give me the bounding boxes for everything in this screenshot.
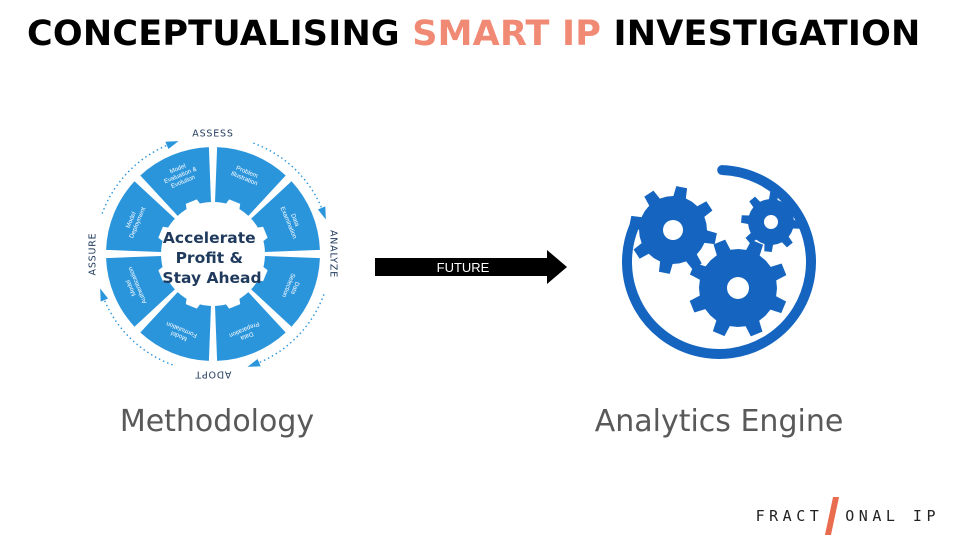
wheel-segment (140, 292, 211, 361)
wheel-segment-label: ModelEvaluation &Evolution (160, 159, 201, 192)
methodology-wheel: ProblemIllustrationDataExaminationDataSe… (88, 129, 339, 380)
cycle-arrowhead (165, 141, 179, 150)
future-arrow: FUTURE (375, 250, 567, 284)
wheel-segment (251, 181, 320, 252)
fractional-ip-logo: FRACT ONAL IP (756, 494, 940, 538)
logo-text-right: ONAL IP (845, 507, 940, 525)
gear-icon-small-right (741, 192, 801, 252)
analytics-engine-gears-icon (622, 165, 816, 359)
slide-title: CONCEPTUALISING SMART IP INVESTIGATION (27, 14, 921, 54)
title-part-1: CONCEPTUALISING (27, 14, 413, 54)
methodology-caption: Methodology (119, 404, 315, 439)
cycle-dotted-arc (101, 294, 173, 366)
cycle-dotted-arrows (100, 141, 326, 367)
phase-label: ASSURE (88, 233, 99, 276)
arrow-shape (375, 250, 567, 284)
center-line-1: Accelerate (163, 229, 256, 247)
cycle-dotted-arc (253, 294, 325, 366)
phase-label: ASSESS (192, 129, 233, 140)
center-line-3: Stay Ahead (162, 269, 261, 287)
cycle-arrowhead (247, 358, 261, 367)
wheel-segment (106, 181, 175, 252)
phase-labels: ASSESS ANALYZE ADOPT ASSURE (88, 129, 339, 380)
analytics-engine-caption: Analytics Engine (594, 404, 844, 439)
center-line-2: Profit & (176, 249, 243, 267)
gear-icon-large-bottom (689, 239, 787, 337)
cycle-arrowhead (100, 288, 109, 302)
wheel-segment (251, 256, 320, 327)
phase-label: ANALYZE (328, 230, 339, 278)
wheel-segment (106, 256, 175, 327)
engine-ring-arc (622, 165, 816, 359)
title-part-2: INVESTIGATION (601, 14, 921, 54)
gear-icon-large-left (629, 186, 717, 274)
wheel-segments: ProblemIllustrationDataExaminationDataSe… (106, 147, 320, 361)
logo-text-left: FRACT (755, 507, 824, 525)
title-highlight: SMART IP (412, 14, 602, 54)
cycle-arrowhead (317, 206, 326, 220)
cycle-dotted-arc (101, 142, 173, 214)
wheel-segment (140, 147, 211, 216)
logo-slash (825, 497, 840, 535)
future-label: FUTURE (437, 260, 490, 275)
cycle-dotted-arc (253, 142, 325, 214)
phase-label: ADOPT (195, 369, 232, 380)
wheel-segment (215, 147, 286, 216)
wheel-segment (215, 292, 286, 361)
wheel-center-hub (158, 199, 268, 309)
wheel-center-text: Accelerate Profit & Stay Ahead (162, 229, 261, 287)
